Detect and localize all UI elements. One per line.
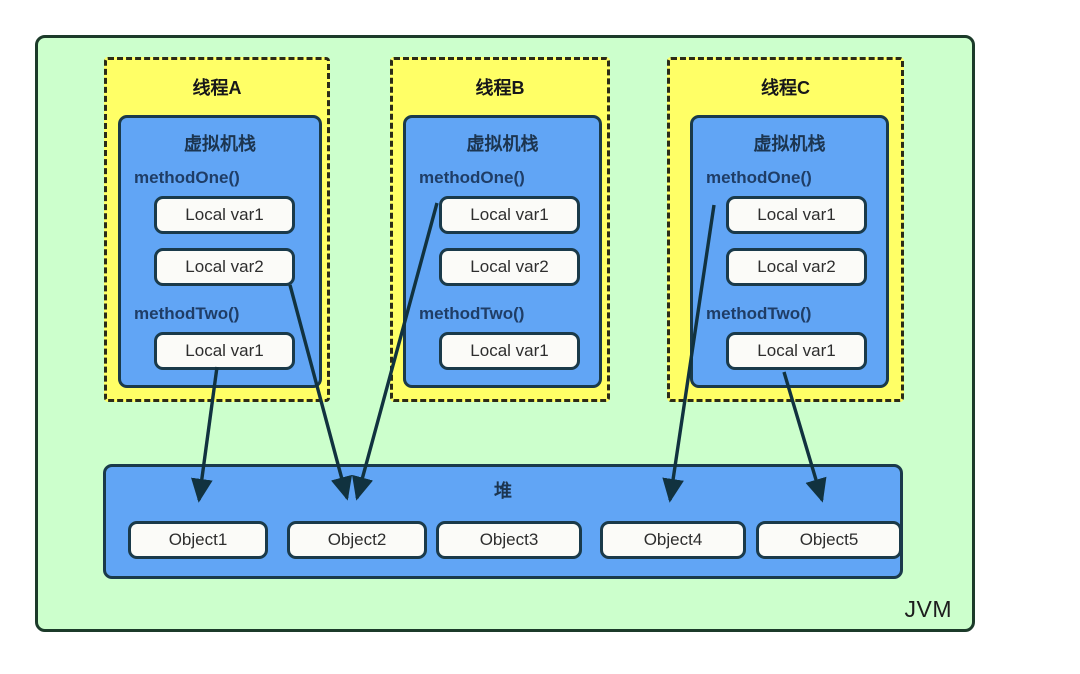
vm-stack-c: 虚拟机栈 methodOne() Local var1 Local var2 m… xyxy=(690,115,889,388)
method-label-c-one: methodOne() xyxy=(706,168,812,187)
method-label-c-two: methodTwo() xyxy=(706,304,812,323)
local-var-a-two-1: Local var1 xyxy=(154,332,295,370)
method-label-a-one: methodOne() xyxy=(134,168,240,187)
method-label-b-two: methodTwo() xyxy=(419,304,525,323)
method-label-b-one: methodOne() xyxy=(419,168,525,187)
vm-stack-a: 虚拟机栈 methodOne() Local var1 Local var2 m… xyxy=(118,115,322,388)
heap-object-3: Object3 xyxy=(436,521,582,559)
method-label-a-two: methodTwo() xyxy=(134,304,240,323)
heap-object-5: Object5 xyxy=(756,521,902,559)
thread-box-c: 线程C 虚拟机栈 methodOne() Local var1 Local va… xyxy=(667,57,904,402)
vm-stack-b: 虚拟机栈 methodOne() Local var1 Local var2 m… xyxy=(403,115,602,388)
local-var-b-two-1: Local var1 xyxy=(439,332,580,370)
thread-box-b: 线程B 虚拟机栈 methodOne() Local var1 Local va… xyxy=(390,57,610,402)
local-var-c-two-1: Local var1 xyxy=(726,332,867,370)
local-var-a-one-1: Local var1 xyxy=(154,196,295,234)
local-var-a-one-2: Local var2 xyxy=(154,248,295,286)
heap-title: 堆 xyxy=(494,481,512,501)
thread-box-a: 线程A 虚拟机栈 methodOne() Local var1 Local va… xyxy=(104,57,330,402)
heap-container: 堆 Object1 Object2 Object3 Object4 Object… xyxy=(103,464,903,579)
local-var-b-one-1: Local var1 xyxy=(439,196,580,234)
vm-stack-title-b: 虚拟机栈 xyxy=(466,134,539,154)
thread-title-b: 线程B xyxy=(475,78,525,98)
vm-stack-title-a: 虚拟机栈 xyxy=(184,134,256,154)
jvm-label: JVM xyxy=(904,596,952,622)
thread-title-a: 线程A xyxy=(192,78,242,98)
heap-object-2: Object2 xyxy=(287,521,427,559)
thread-title-c: 线程C xyxy=(761,78,810,98)
local-var-c-one-1: Local var1 xyxy=(726,196,867,234)
local-var-b-one-2: Local var2 xyxy=(439,248,580,286)
heap-object-4: Object4 xyxy=(600,521,746,559)
heap-object-1: Object1 xyxy=(128,521,268,559)
vm-stack-title-c: 虚拟机栈 xyxy=(753,134,826,154)
local-var-c-one-2: Local var2 xyxy=(726,248,867,286)
